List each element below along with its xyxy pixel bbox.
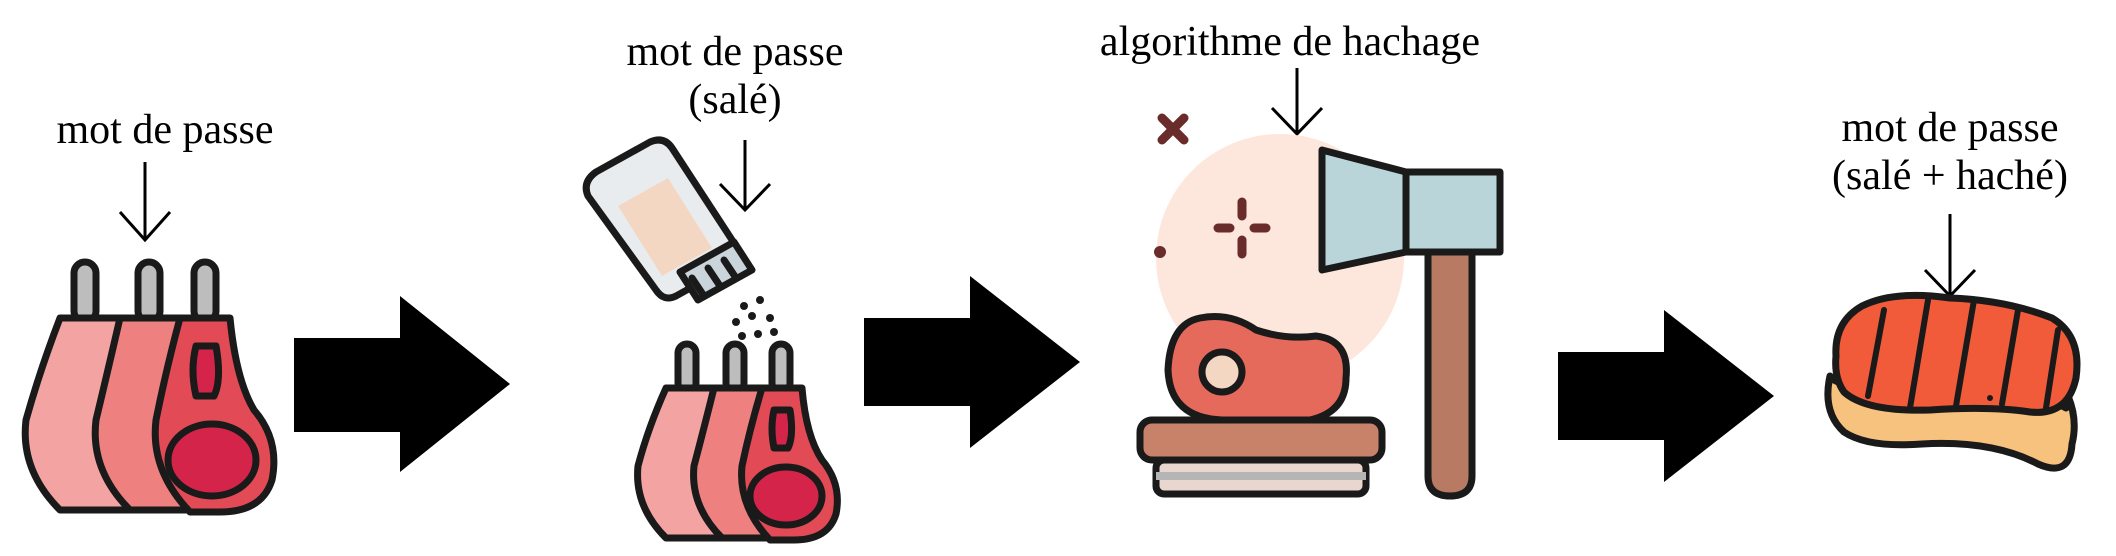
- label-pointer-arrow: [1270, 68, 1324, 137]
- sparkle-icon: [1154, 113, 1271, 259]
- right-arrow-icon: [294, 296, 510, 472]
- grilled-steak-icon: [1824, 291, 2081, 472]
- salt-grains-icon: [732, 296, 778, 340]
- right-arrow-icon: [864, 276, 1080, 448]
- cleaver-axe-icon: [1318, 146, 1504, 500]
- step1-label: mot de passe: [56, 107, 274, 153]
- step2-label-line1: mot de passe: [626, 29, 844, 75]
- label-pointer-arrow: [118, 162, 172, 243]
- label-pointer-arrow: [1923, 214, 1977, 299]
- step2-label-line2: (salé): [688, 77, 782, 123]
- label-pointer-arrow: [718, 140, 772, 213]
- step3-label: algorithme de hachage: [1099, 19, 1481, 65]
- right-arrow-icon: [1558, 310, 1774, 482]
- cutting-board-icon: [1136, 416, 1386, 498]
- salt-shaker-icon: [582, 136, 756, 304]
- step4-label-line1: mot de passe: [1841, 105, 2059, 151]
- lamb-rack-icon: [634, 340, 841, 544]
- meat-chop-icon: [1164, 313, 1350, 424]
- lamb-rack-icon: [21, 258, 278, 516]
- step4-label-line2: (salé + haché): [1832, 153, 2068, 199]
